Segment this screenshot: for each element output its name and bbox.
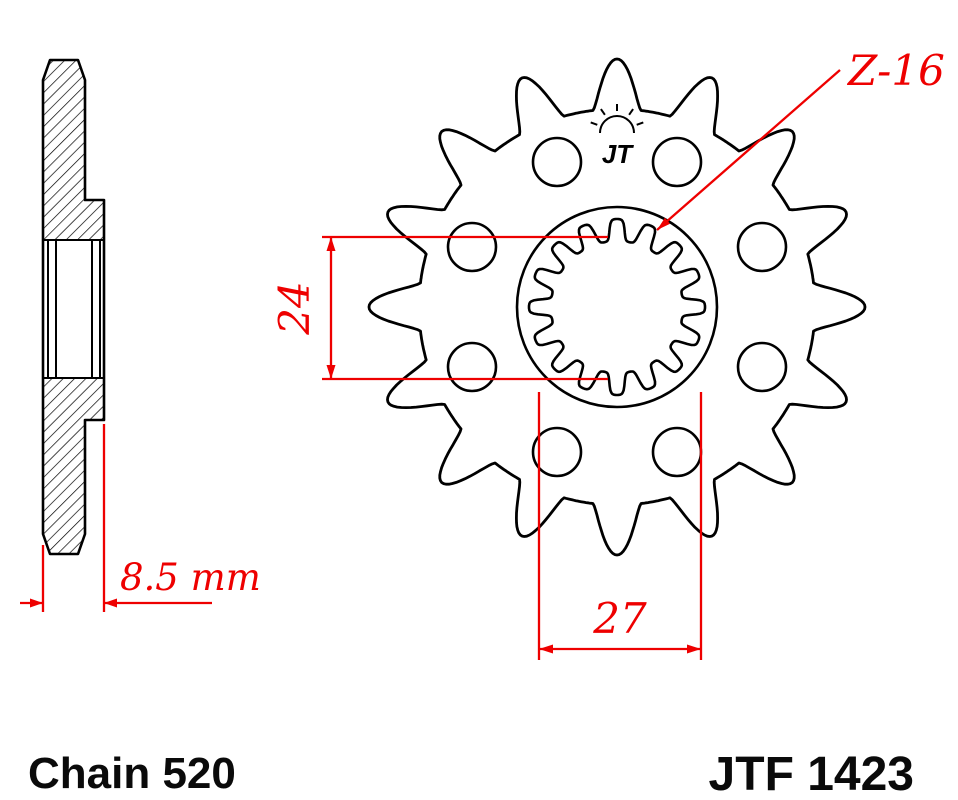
arrow-up-icon (326, 237, 336, 251)
arrow-left-icon (104, 598, 117, 608)
side-view (41, 58, 106, 556)
sun-icon (599, 115, 635, 134)
inner-dim-label: 24 (270, 281, 319, 335)
hole (531, 136, 583, 188)
hole (651, 136, 703, 188)
footer: Chain 520 JTF 1423 (28, 748, 914, 800)
hole (531, 426, 583, 478)
arrow-right-icon (30, 598, 43, 608)
hole (446, 221, 498, 273)
side-view-hatch-upper (43, 60, 104, 240)
jt-logo-text: JT (602, 139, 634, 169)
arrow-right-icon (687, 644, 701, 654)
dimensions: 8.5 mm 24 27 Z-16 (20, 46, 945, 660)
arrow-down-icon (326, 365, 336, 379)
side-view-outline (41, 58, 106, 556)
hole (651, 426, 703, 478)
thickness-dimension: 8.5 mm (20, 424, 261, 612)
spline-bore (527, 217, 707, 397)
thickness-label: 8.5 mm (120, 556, 261, 599)
chain-size-label: Chain 520 (28, 749, 236, 798)
lightening-holes (446, 136, 788, 478)
front-view: JT (367, 57, 867, 557)
teeth-count-label: Z-16 (846, 46, 945, 95)
hole (446, 341, 498, 393)
outer-dim-label: 27 (592, 594, 647, 643)
hole (736, 221, 788, 273)
teeth-count-annotation: Z-16 (656, 46, 945, 231)
sun-rays-icon (590, 104, 644, 126)
hole (736, 341, 788, 393)
inner-dimension: 24 (270, 235, 608, 381)
outer-dimension: 27 (537, 392, 703, 660)
part-number-label: JTF 1423 (709, 748, 914, 800)
arrow-leader-icon (657, 217, 671, 230)
jt-logo: JT (590, 104, 644, 169)
arrow-left-icon (539, 644, 553, 654)
side-view-hatch-lower (43, 378, 104, 554)
